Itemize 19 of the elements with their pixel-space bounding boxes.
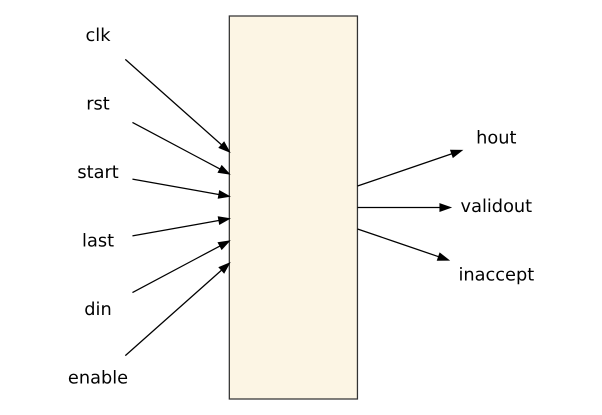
node-text: validout	[460, 197, 532, 218]
arrow	[132, 178, 231, 199]
node-text: hout	[476, 128, 517, 149]
node-text: enable	[68, 368, 128, 388]
arrow	[132, 122, 231, 175]
arrow	[132, 240, 231, 294]
arrow	[132, 216, 231, 236]
node-text: inaccept	[458, 266, 534, 286]
arrow	[124, 58, 231, 153]
arrow	[124, 262, 231, 356]
arrow	[357, 228, 450, 261]
node-text: start	[77, 162, 119, 183]
arrow	[358, 203, 452, 212]
node-text: rst	[86, 94, 110, 114]
node-text: clk	[86, 26, 111, 46]
node-box	[228, 15, 358, 400]
node-text: last	[82, 231, 114, 252]
node-text: din	[84, 300, 112, 320]
arrow	[357, 150, 464, 187]
